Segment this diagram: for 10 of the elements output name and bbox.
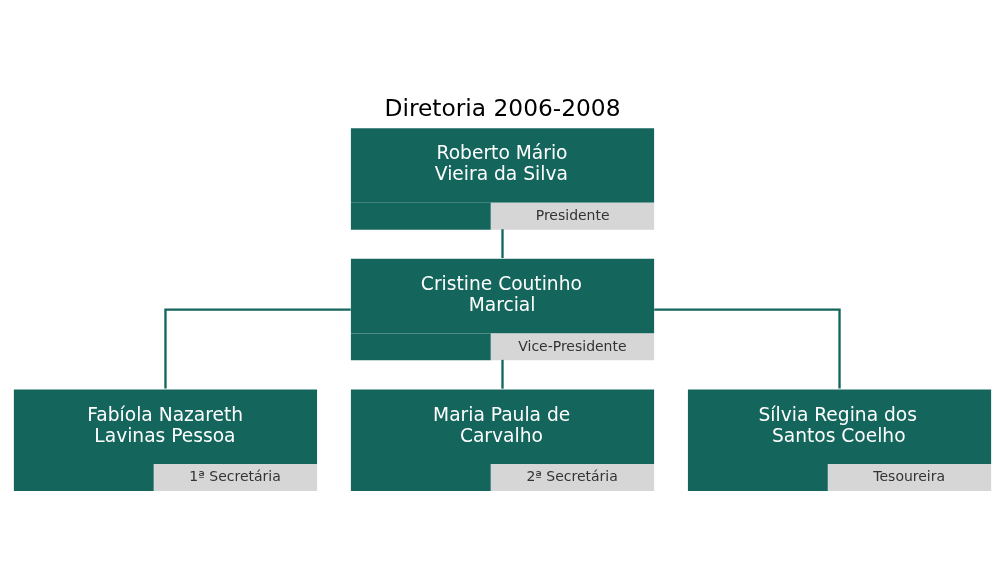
connector [500, 228, 504, 258]
node-label: Presidente [535, 206, 610, 223]
node-label: 2ª Secretária [525, 467, 618, 484]
node-label: Tesoureira [872, 467, 945, 484]
connector [653, 307, 841, 389]
node-label: Vice-Presidente [517, 337, 627, 354]
diagram-title: Diretoria 2006-2008 [383, 93, 621, 121]
node-label: 1ª Secretária [188, 467, 281, 484]
connector [163, 307, 351, 389]
connector [500, 359, 504, 389]
